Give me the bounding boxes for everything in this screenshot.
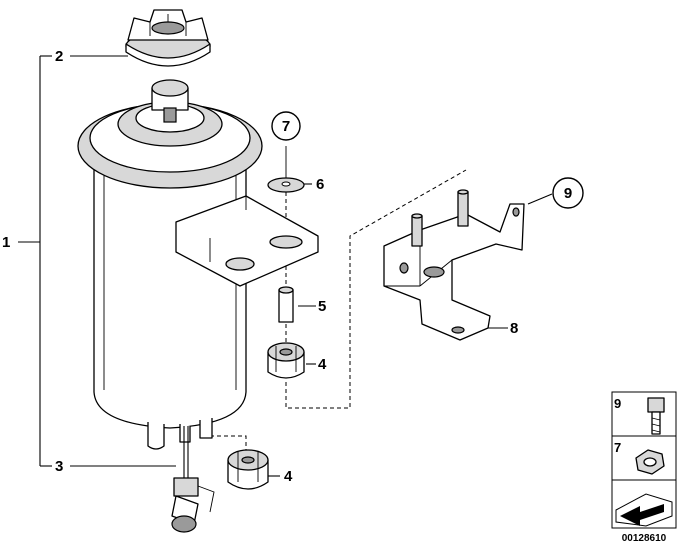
callout-4-lower: 4 xyxy=(284,468,293,485)
callout-3: 3 xyxy=(55,458,63,475)
callout-9-circle xyxy=(552,177,584,209)
nut-icon xyxy=(635,449,665,475)
nut-lower xyxy=(227,449,269,490)
leader-lines xyxy=(18,55,553,477)
callout-4-upper: 4 xyxy=(318,356,327,373)
assembly-dashes xyxy=(210,169,467,452)
callout-7-circle xyxy=(271,111,301,141)
callouts: 1 2 3 4 4 5 6 8 7 9 xyxy=(2,48,584,485)
bolt-icon xyxy=(647,397,665,435)
reservoir-body xyxy=(77,79,319,450)
callout-8: 8 xyxy=(510,320,518,337)
callout-5: 5 xyxy=(318,298,326,315)
callout-7: 7 xyxy=(282,118,290,135)
mounting-bracket xyxy=(383,189,525,341)
callout-1: 1 xyxy=(2,234,10,251)
diagram-code: 00128610 xyxy=(622,533,667,544)
legend-label-7: 7 xyxy=(614,440,621,455)
callout-9: 9 xyxy=(564,185,572,202)
reservoir-cap xyxy=(125,9,211,67)
legend-label-9: 9 xyxy=(614,396,621,411)
legend-box: 9 7 00128610 xyxy=(611,391,677,544)
washer xyxy=(267,177,305,193)
sleeve xyxy=(278,286,294,323)
nut-upper xyxy=(267,342,305,379)
callout-2: 2 xyxy=(55,48,63,65)
callout-6: 6 xyxy=(316,176,324,193)
arrow-icon xyxy=(615,493,673,527)
level-sensor xyxy=(171,426,215,533)
